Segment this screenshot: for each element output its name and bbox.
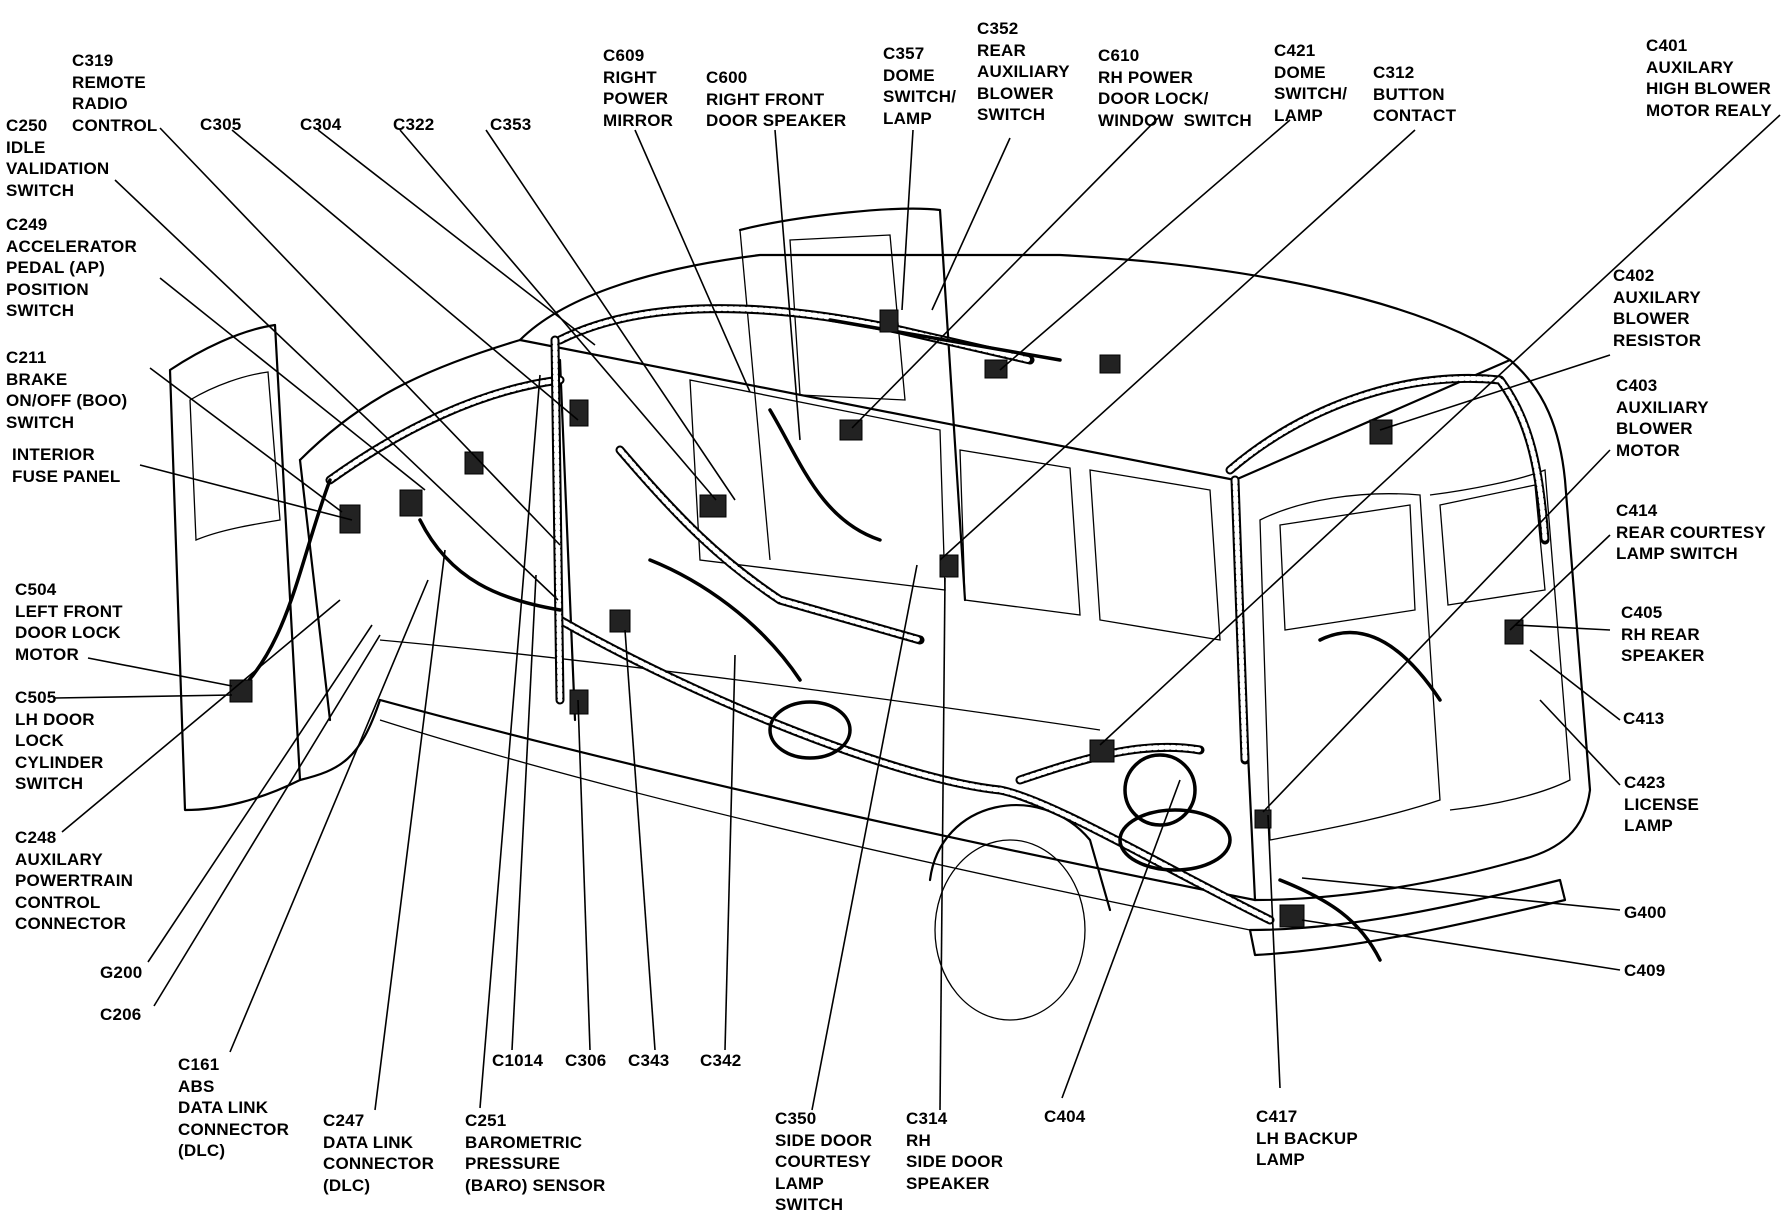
label-c343: C343 bbox=[628, 1051, 670, 1070]
label-c421: C421 DOME SWITCH/ LAMP bbox=[1274, 41, 1348, 125]
label-g200: G200 bbox=[100, 963, 143, 982]
label-c251: C251 BAROMETRIC PRESSURE (BARO) SENSOR bbox=[465, 1111, 606, 1195]
label-interior-fuse-panel: INTERIOR FUSE PANEL bbox=[12, 445, 121, 486]
label-c305: C305 bbox=[200, 115, 242, 134]
label-c600: C600 RIGHT FRONT DOOR SPEAKER bbox=[706, 68, 847, 130]
label-c409: C409 bbox=[1624, 961, 1666, 980]
wire-harness bbox=[238, 304, 1550, 962]
label-c402: C402 AUXILARY BLOWER RESISTOR bbox=[1613, 266, 1702, 350]
label-c353: C353 bbox=[490, 115, 532, 134]
label-c403: C403 AUXILIARY BLOWER MOTOR bbox=[1616, 376, 1709, 460]
label-c405: C405 RH REAR SPEAKER bbox=[1621, 603, 1705, 665]
label-c322: C322 bbox=[393, 115, 435, 134]
label-c414: C414 REAR COURTESY LAMP SWITCH bbox=[1616, 501, 1766, 563]
label-c423: C423 LICENSE LAMP bbox=[1624, 773, 1700, 835]
van-body-outline bbox=[168, 207, 1592, 1021]
label-c312: C312 BUTTON CONTACT bbox=[1373, 63, 1457, 125]
label-c609: C609 RIGHT POWER MIRROR bbox=[603, 46, 674, 130]
label-c248: C248 AUXILARY POWERTRAIN CONTROL CONNECT… bbox=[15, 828, 134, 933]
label-c404: C404 bbox=[1044, 1107, 1086, 1126]
label-c247: C247 DATA LINK CONNECTOR (DLC) bbox=[323, 1111, 435, 1195]
label-c401: C401 AUXILARY HIGH BLOWER MOTOR REALY bbox=[1646, 36, 1772, 120]
label-c1014: C1014 bbox=[492, 1051, 544, 1070]
label-c211: C211 BRAKE ON/OFF (BOO) SWITCH bbox=[6, 348, 128, 432]
label-c417: C417 LH BACKUP LAMP bbox=[1256, 1107, 1358, 1169]
label-c350: C350 SIDE DOOR COURTESY LAMP SWITCH bbox=[775, 1109, 873, 1214]
label-c250: C250 IDLE VALIDATION SWITCH bbox=[6, 116, 110, 200]
label-c610: C610 RH POWER DOOR LOCK/ WINDOW SWITCH bbox=[1098, 46, 1252, 130]
label-c304: C304 bbox=[300, 115, 342, 134]
label-c161: C161 ABS DATA LINK CONNECTOR (DLC) bbox=[178, 1055, 290, 1160]
label-c249: C249 ACCELERATOR PEDAL (AP) POSITION SWI… bbox=[6, 215, 137, 320]
label-c206: C206 bbox=[100, 1005, 142, 1024]
label-c505: C505 LH DOOR LOCK CYLINDER SWITCH bbox=[15, 688, 104, 793]
label-c314: C314 RH SIDE DOOR SPEAKER bbox=[906, 1109, 1004, 1193]
label-c413: C413 bbox=[1623, 709, 1665, 728]
label-c319: C319 REMOTE RADIO CONTROL bbox=[72, 51, 158, 135]
label-c306: C306 bbox=[565, 1051, 607, 1070]
label-c357: C357 DOME SWITCH/ LAMP bbox=[883, 44, 957, 128]
label-c504: C504 LEFT FRONT DOOR LOCK MOTOR bbox=[15, 580, 123, 664]
leader-lines bbox=[54, 114, 1781, 1111]
label-g400: G400 bbox=[1624, 903, 1667, 922]
label-c352: C352 REAR AUXILIARY BLOWER SWITCH bbox=[977, 19, 1070, 124]
label-c342: C342 bbox=[700, 1051, 742, 1070]
